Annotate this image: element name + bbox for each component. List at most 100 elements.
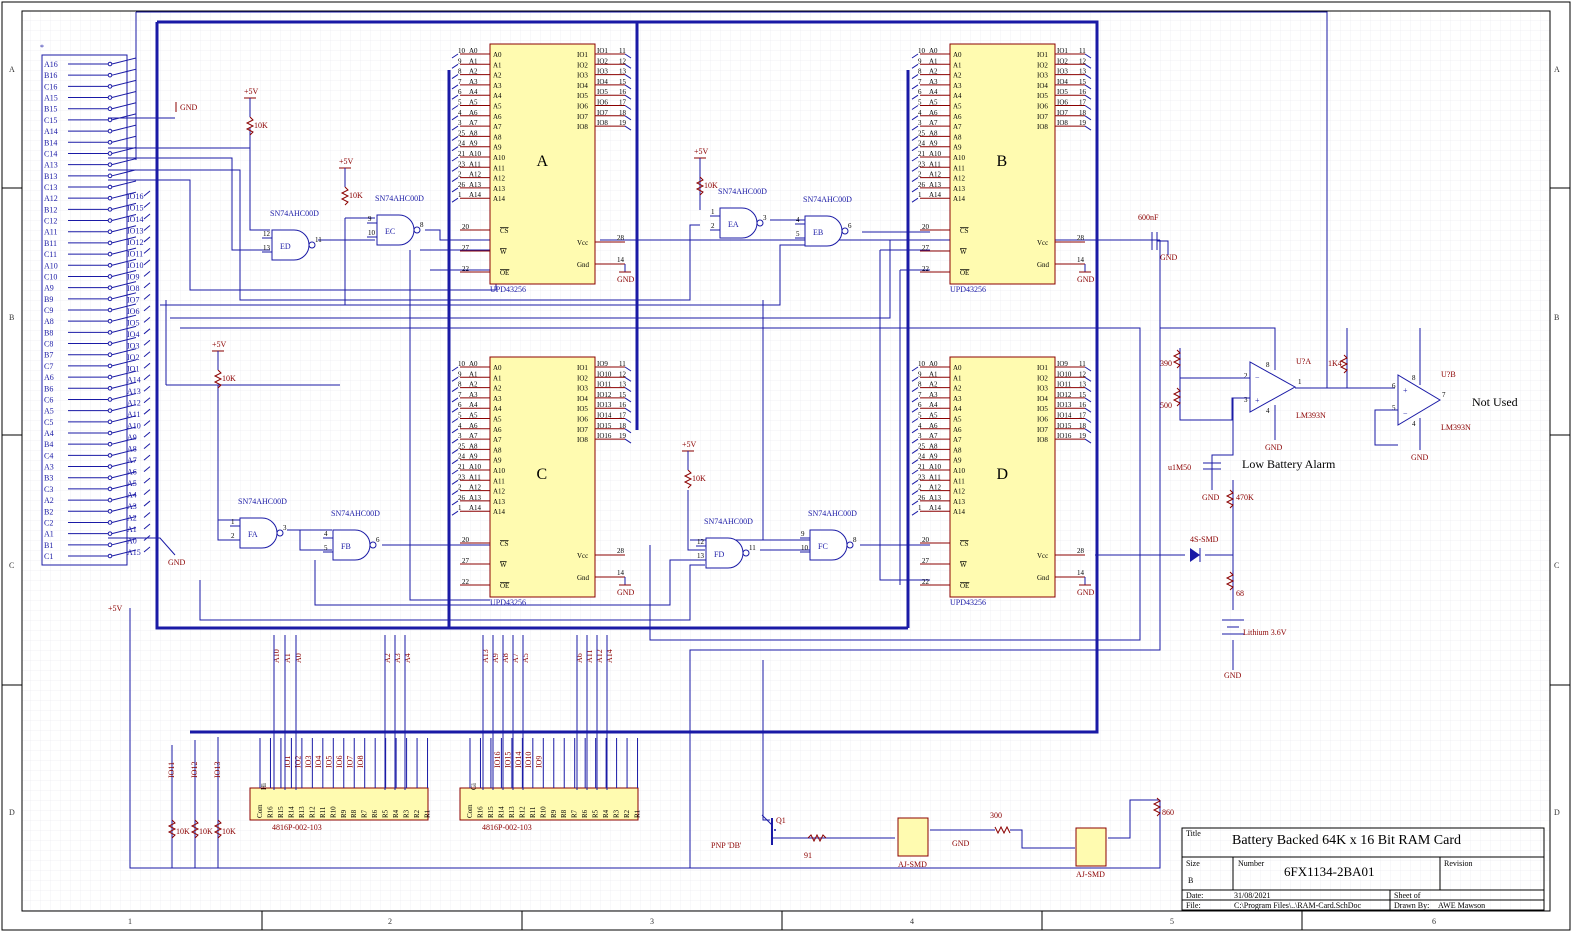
chip-pin-number: 24 — [918, 140, 926, 148]
chip-pin-net: IO3 — [597, 68, 608, 76]
chip-pin-number: 24 — [458, 453, 466, 461]
gate-body — [239, 517, 278, 549]
connector-pin-a12: A12 — [44, 194, 58, 203]
connector-pin-a15: A15 — [44, 94, 58, 103]
bus-entry — [624, 63, 632, 69]
connector-net-tap — [143, 259, 151, 266]
chip-pin-name: A1 — [953, 374, 962, 382]
gate-pin-b: 5 — [796, 230, 800, 238]
connector-contact-lead — [111, 527, 137, 535]
connector-net-tap — [143, 328, 151, 335]
bus-entry — [451, 84, 459, 90]
network-resistor-label: R8 — [350, 809, 358, 818]
connector-net-tap — [143, 362, 151, 369]
gate-pin-a: 9 — [368, 215, 372, 223]
connector-net-a13: A13 — [127, 387, 141, 396]
chip-pin-number: 23 — [918, 473, 926, 481]
chip-pin-name: IO5 — [577, 405, 588, 413]
network-net-label: IO3 — [304, 756, 313, 768]
connector-contact — [107, 430, 113, 436]
connector-pin-c10: C10 — [44, 272, 57, 281]
net-label-top: A7 — [511, 653, 520, 663]
chip-pin-net: IO5 — [1057, 88, 1068, 96]
gate-part: SN74AHC00D — [270, 209, 319, 218]
chip-pin-number: 2 — [458, 484, 462, 492]
chip-pin-net: IO4 — [1057, 78, 1068, 86]
chip-ctrl-pin: 20 — [462, 536, 470, 544]
network-part: 4816P-002-103 — [482, 823, 532, 832]
chip-pin-net: A6 — [929, 422, 938, 430]
chip-pin-name: A9 — [953, 144, 962, 152]
file-caption: File: — [1186, 901, 1201, 910]
connector-net-tap — [143, 213, 151, 220]
bus-entry — [911, 469, 919, 475]
connector-contact — [107, 117, 113, 123]
chip-label: B — [997, 153, 1008, 170]
chip-pin-number: 6 — [458, 401, 462, 409]
r860-value: 860 — [1162, 808, 1174, 817]
chip-pin-number: 18 — [619, 109, 627, 117]
network-net-label: IO5 — [325, 756, 334, 768]
chip-pin-name: A14 — [493, 508, 506, 516]
chip-pin-name: A11 — [953, 164, 965, 172]
network-resistor-label: R1 — [424, 809, 432, 818]
bus-entry — [624, 376, 632, 382]
chip-ctrl-pin: 22 — [922, 265, 930, 273]
zone-markers: 1 2 3 4 5 6 A B C D A B C D — [2, 65, 1570, 930]
network-resistor-label: R2 — [413, 809, 421, 818]
chip-pin-number: 19 — [619, 119, 627, 127]
chip-pin-number: 3 — [458, 119, 462, 127]
vcc-label: +5V — [244, 87, 259, 96]
chip-pin-name: A0 — [953, 364, 962, 372]
bus-entry — [451, 53, 459, 59]
chip-pin-net: A14 — [469, 504, 482, 512]
connector-contact-lead — [111, 493, 137, 501]
connector-contact — [107, 307, 113, 313]
chip-pin-net: A2 — [469, 68, 478, 76]
chip-pin-number: 26 — [458, 494, 466, 502]
bus-entry — [1084, 428, 1092, 434]
chip-pin-name: IO8 — [1037, 123, 1048, 131]
bus-entry — [451, 479, 459, 485]
chip-pin-name: IO7 — [1037, 426, 1048, 434]
chip-supply-pin: 28 — [1077, 547, 1085, 555]
chip-pin-net: IO3 — [1057, 68, 1068, 76]
network-net-label: IO10 — [524, 752, 533, 768]
bus-entry — [451, 187, 459, 193]
network-resistor-label: R3 — [613, 809, 621, 818]
network-resistor-label: Com — [256, 804, 264, 818]
bus-entry — [451, 156, 459, 162]
bus-entry — [451, 469, 459, 475]
zone-col-1: 1 — [128, 917, 132, 926]
chip-pin-net: A2 — [469, 381, 478, 389]
network-resistor-label: R14 — [497, 806, 505, 818]
chip-pin-net: A1 — [469, 370, 478, 378]
network-net-label: IO6 — [335, 756, 344, 768]
chip-pin-name: A6 — [493, 113, 502, 121]
revision-caption: Revision — [1444, 859, 1472, 868]
chip-body — [489, 356, 596, 598]
bus-entry — [624, 105, 632, 110]
gate-pin-b: 5 — [324, 544, 328, 552]
connector-net-io12: IO12 — [127, 238, 143, 247]
gate-pin-a: 9 — [801, 530, 805, 538]
bus-entry — [911, 146, 919, 152]
connector-contact — [107, 330, 113, 335]
chip-supply-vcc: Vcc — [577, 239, 588, 247]
chip-pin-net: IO1 — [1057, 47, 1068, 55]
r1k4-value: 1K4 — [1328, 359, 1342, 368]
chip-pin-number: 25 — [918, 129, 926, 137]
chip-pin-net: A6 — [469, 422, 478, 430]
bus-entry — [911, 448, 919, 454]
bus-entry — [911, 197, 919, 203]
chip-pin-number: 17 — [1079, 99, 1087, 107]
chip-pin-name: IO7 — [1037, 113, 1048, 121]
bus-entry — [911, 479, 919, 485]
grid-area — [22, 11, 1550, 911]
net-label-top: A10 — [272, 649, 281, 663]
u1b-in-pin-b: 5 — [1392, 404, 1396, 412]
connector-pin-b16: B16 — [44, 71, 57, 80]
